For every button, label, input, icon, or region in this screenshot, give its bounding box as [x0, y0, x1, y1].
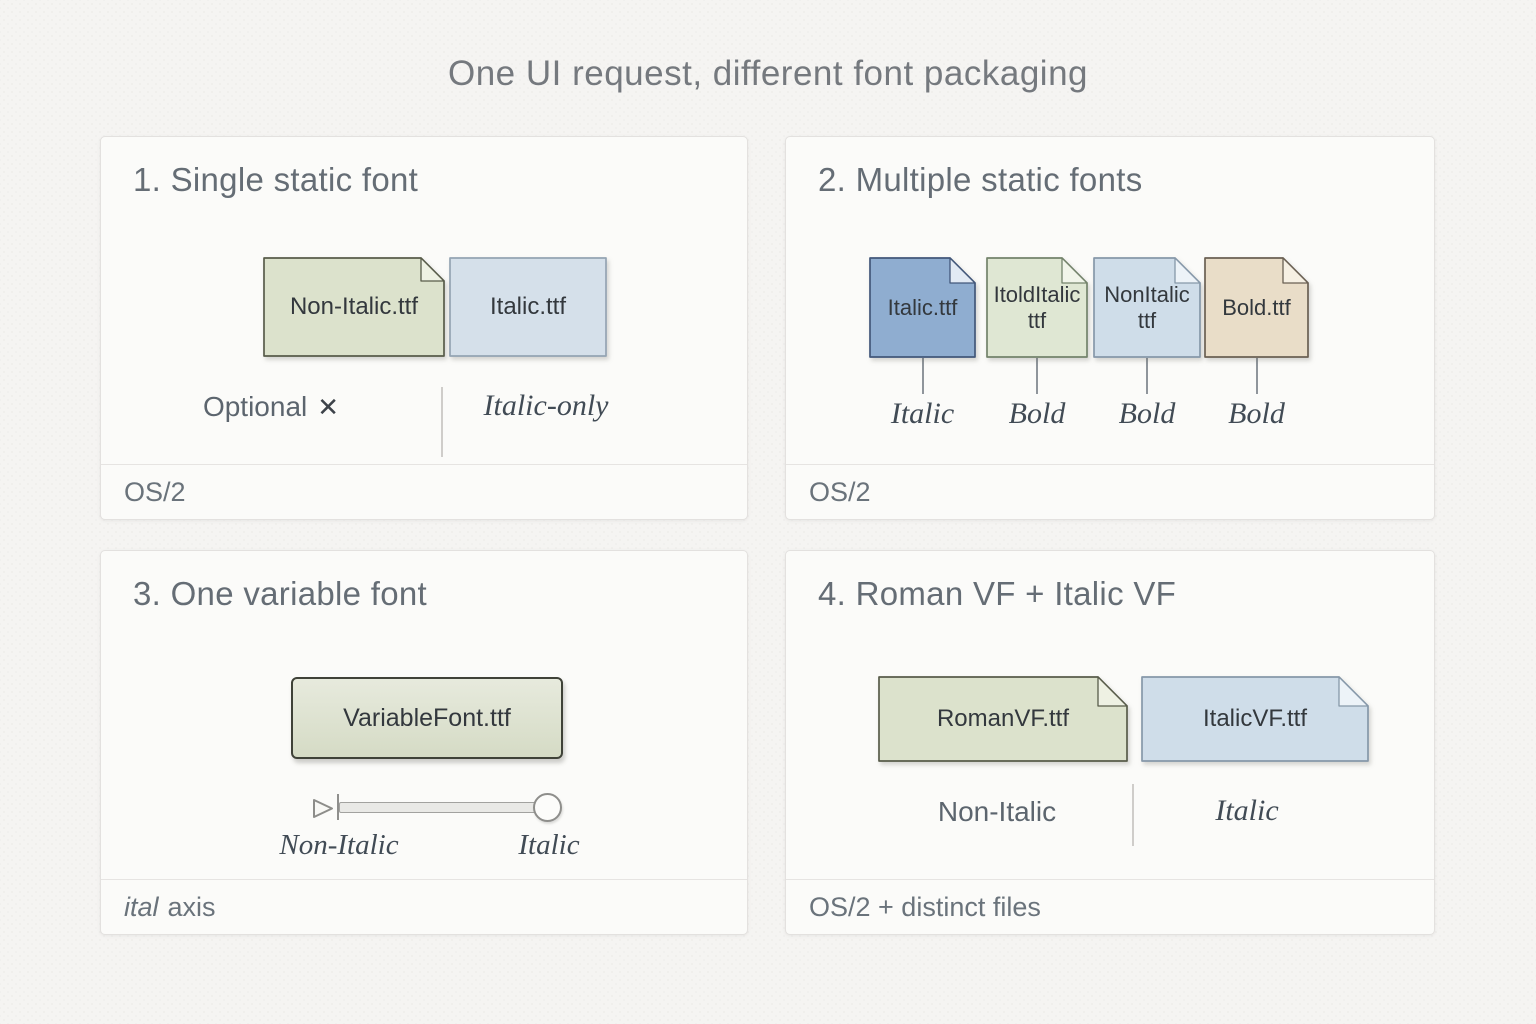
slider-right-label: Italic	[518, 829, 580, 861]
file-italicvf-ttf: ItalicVF.ttf	[1141, 676, 1369, 762]
annotation-divider	[1132, 784, 1134, 846]
footer-label: OS/2 + distinct files	[809, 891, 1041, 922]
connector-line	[1036, 358, 1038, 394]
file-name: VariableFont.ttf	[343, 703, 511, 732]
file-column: Italic.ttf Italic	[869, 257, 976, 431]
file-sheet-shape	[1093, 257, 1201, 358]
panel2-heading: 2. Multiple static fonts	[818, 161, 1143, 198]
slider-handle[interactable]	[533, 793, 562, 822]
panel1-footer: OS/2	[101, 464, 747, 519]
file-italic-ttf: Italic.ttf	[449, 257, 607, 357]
connector-line	[1255, 358, 1258, 394]
panel4-heading: 4. Roman VF + Italic VF	[818, 575, 1177, 612]
connector-line	[1146, 358, 1148, 394]
file-sheet-shape	[986, 257, 1088, 358]
panel-roman-vf-italic-vf: 4. Roman VF + Italic VF RomanVF.ttf Ital…	[785, 550, 1435, 935]
file-variablefont-ttf: VariableFont.ttf	[291, 677, 563, 759]
panel3-footer: ital axis	[101, 879, 747, 934]
panel2-footer: OS/2	[786, 464, 1434, 519]
file-name: Non-Italic.ttf	[289, 293, 419, 321]
connector-line	[921, 358, 924, 394]
file-sheet-shape	[1204, 257, 1309, 358]
file-name: Italic.ttf	[887, 294, 958, 320]
panel4-footer: OS/2 + distinct files	[786, 879, 1434, 934]
x-icon: ✕	[317, 392, 340, 422]
non-italic-annotation: Non-Italic	[937, 796, 1057, 827]
file-sheet-shape	[449, 257, 607, 357]
panel3-heading: 3. One variable font	[133, 575, 428, 612]
style-tag: Bold	[1228, 397, 1285, 430]
file-sheet-shape	[878, 676, 1128, 762]
panel-one-variable-font: 3. One variable font VariableFont.ttf No…	[100, 550, 748, 935]
style-tag: Bold	[1118, 397, 1176, 430]
italic-annotation: Italic	[1215, 794, 1279, 827]
optional-annotation: Optional ✕	[101, 391, 441, 423]
file-sheet-shape	[263, 257, 445, 357]
annotation-divider	[441, 387, 443, 457]
file-sheet-shape	[1141, 676, 1369, 762]
play-triangle-icon	[313, 799, 333, 818]
file-name: Italic.ttf	[489, 293, 567, 321]
style-tag: Italic	[890, 397, 955, 430]
italic-only-annotation: Italic-only	[483, 389, 609, 422]
page-title: One UI request, different font packaging	[447, 54, 1089, 93]
file-column: Bold.ttf Bold	[1204, 257, 1309, 431]
footer-axis-label: axis	[167, 891, 216, 922]
file-italic-ttf: Italic.ttf	[869, 257, 976, 358]
file-bold-ttf: Bold.ttf	[1204, 257, 1309, 358]
file-name: ItalicVF.ttf	[1202, 705, 1308, 733]
panel1-heading: 1. Single static font	[133, 161, 419, 198]
optional-label: Optional	[202, 391, 308, 422]
file-romanvf-ttf: RomanVF.ttf	[878, 676, 1128, 762]
footer-label: OS/2	[124, 476, 186, 507]
style-tag: Bold	[1008, 397, 1066, 430]
slider-left-label: Non-Italic	[279, 829, 399, 861]
file-name: RomanVF.ttf	[936, 705, 1070, 733]
file-sheet-shape	[869, 257, 976, 358]
slider-track[interactable]	[339, 802, 547, 813]
footer-label: OS/2	[809, 476, 871, 507]
panel-single-static-font: 1. Single static font Non-Italic.ttf Ita…	[100, 136, 748, 520]
panel-multiple-static-fonts: 2. Multiple static fonts Italic.ttf Ital…	[785, 136, 1435, 520]
slider-tick	[337, 794, 339, 820]
file-non-italic-ttf: Non-Italic.ttf	[263, 257, 445, 357]
footer-ital-label: ital	[124, 891, 159, 922]
file-name: Bold.ttf	[1222, 294, 1291, 320]
